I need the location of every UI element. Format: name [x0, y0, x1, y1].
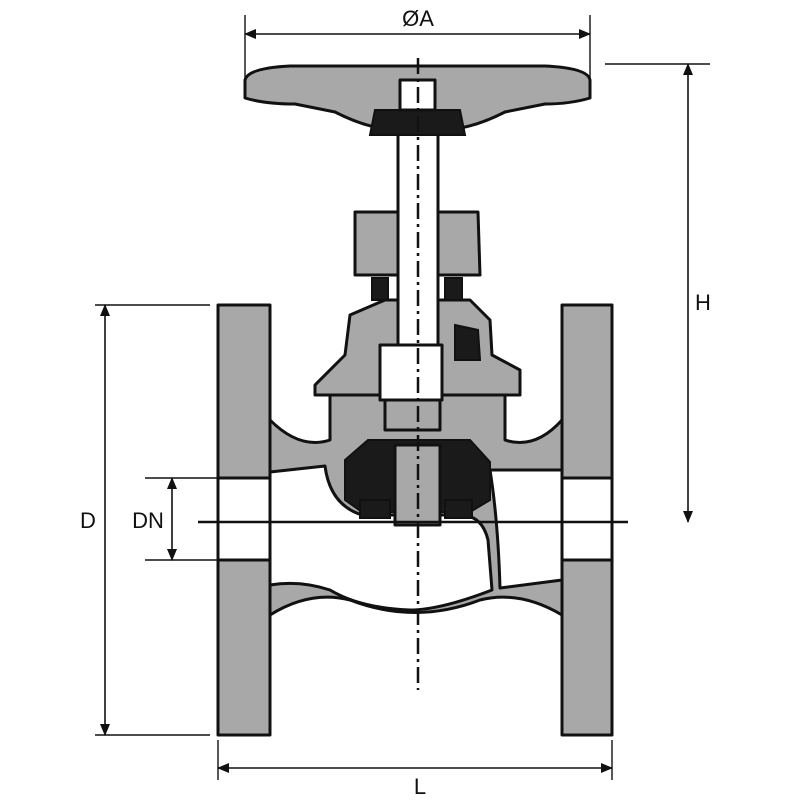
dim-h-label: H [695, 290, 711, 315]
bonnet-nut-dark [454, 323, 482, 361]
dim-a-label: ØA [402, 6, 434, 31]
dim-d-label: D [80, 508, 96, 533]
flow-passage [268, 464, 494, 612]
seat-left [359, 499, 391, 519]
outlet-chamber [488, 468, 564, 590]
dim-l-label: L [414, 774, 426, 799]
stem-nut [378, 343, 444, 402]
dim-dn-label: DN [132, 508, 164, 533]
packing-right [444, 277, 463, 301]
stem-coupling [383, 398, 442, 432]
handwheel-nut [398, 78, 437, 112]
packing [371, 277, 389, 301]
inlet-port [216, 476, 272, 562]
outlet-port [560, 476, 614, 562]
seat-right [444, 499, 473, 519]
